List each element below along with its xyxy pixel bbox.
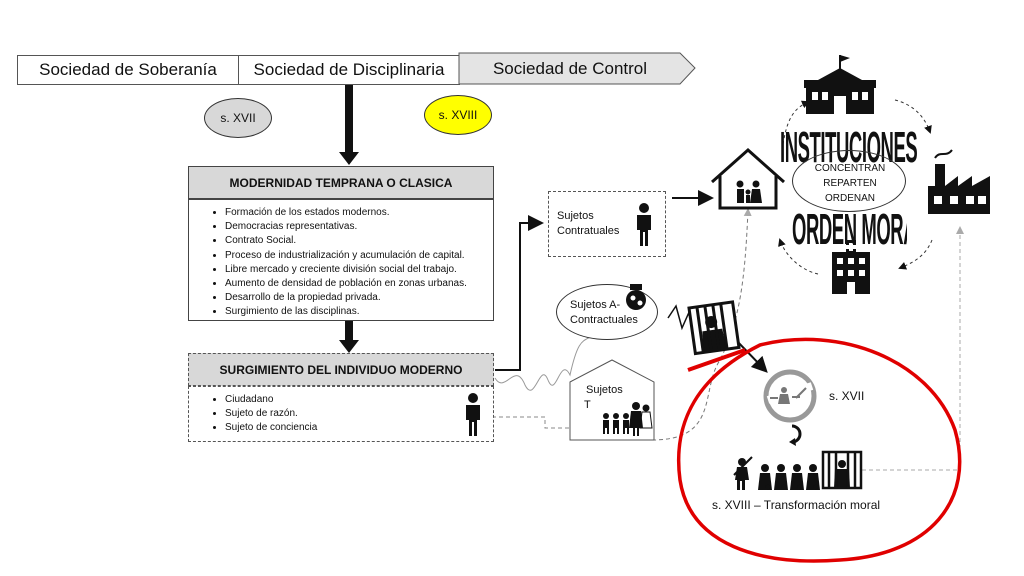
transformacion-xviii-label: s. XVIII – Transformación moral: [712, 498, 881, 512]
sujetos-acontractuales-line-1: Sujetos A-: [570, 299, 621, 311]
modernidad-body: Formación de los estados modernos. Democ…: [188, 199, 494, 321]
timeline-soberania: Sociedad de Soberanía: [17, 55, 239, 85]
connector-contractuales: [495, 215, 544, 371]
person-icon: [637, 203, 651, 246]
zigzag-to-prison: [667, 304, 695, 331]
dashed-to-tutelados: [492, 416, 602, 432]
list-item: Ciudadano: [225, 393, 493, 407]
timeline-soberania-label: Sociedad de Soberanía: [39, 60, 217, 79]
dashed-to-factory: [862, 226, 964, 471]
list-item: Libre mercado y creciente división socia…: [225, 263, 493, 277]
sujetos-tutelados-line-1: Sujetos: [586, 384, 623, 396]
individuo-body: Ciudadano Sujeto de razón. Sujeto de con…: [188, 386, 494, 442]
modernidad-list: Formación de los estados modernos. Democ…: [189, 206, 493, 320]
list-item: Surgimiento de las disciplinas.: [225, 305, 493, 319]
list-item: Contrato Social.: [225, 234, 493, 248]
down-arrow-2-head: [339, 340, 359, 353]
instituciones-verbs-bubble: CONCENTRAN REPARTEN ORDENAN: [792, 150, 906, 212]
timeline-disciplinaria: Sociedad de Disciplinaria: [238, 55, 460, 85]
down-arrow-2: [345, 321, 353, 343]
timeline-disciplinaria-label: Sociedad de Disciplinaria: [253, 60, 445, 79]
cycle-arrow-2: [894, 99, 932, 134]
century-xvii-bubble: s. XVII: [204, 98, 272, 138]
dashed-curve-to-house: [651, 208, 752, 441]
century-xvii-label: s. XVII: [220, 111, 256, 125]
list-item: Aumento de densidad de población en zona…: [225, 277, 493, 291]
cycle-arrow-4: [778, 238, 819, 275]
instituciones-title-2: ORDEN MORAL: [792, 204, 907, 256]
list-item: Formación de los estados modernos.: [225, 206, 493, 220]
modernidad-title: MODERNIDAD TEMPRANA O CLASICA: [229, 175, 453, 190]
sujetos-tutelados-line-2: T: [584, 399, 591, 411]
down-arrow-1: [345, 85, 353, 155]
list-item: Democracias representativas.: [225, 220, 493, 234]
list-item: Sujeto de conciencia: [225, 421, 493, 435]
sujetos-acontractuales-line-2: Contractuales: [570, 314, 638, 326]
instituciones-title-2-text: ORDEN MORAL: [792, 205, 907, 254]
individuo-header: SURGIMIENTO DEL INDIVIDUO MODERNO: [188, 353, 494, 386]
list-item: Desarrollo de la propiedad privada.: [225, 291, 493, 305]
century-xviii-bubble: s. XVIII: [424, 95, 492, 135]
list-item: Proceso de industrialización y acumulaci…: [225, 249, 493, 263]
century-xviii-label: s. XVIII: [438, 108, 478, 122]
sujetos-contractuales-line-1: Sujetos: [557, 210, 594, 222]
verb-concentran: CONCENTRAN: [814, 163, 886, 174]
wavy-line-acontractuales: [494, 329, 601, 391]
red-circle: [677, 337, 962, 563]
verb-ordenan: ORDENAN: [824, 193, 875, 204]
individuo-list: Ciudadano Sujeto de razón. Sujeto de con…: [189, 393, 493, 436]
individuo-title: SURGIMIENTO DEL INDIVIDUO MODERNO: [219, 362, 463, 377]
transformacion-xvii-label: s. XVII: [829, 389, 865, 403]
sujetos-contractuales-line-2: Contratuales: [557, 225, 620, 237]
down-arrow-1-head: [339, 152, 359, 165]
sujetos-acontractuales-label: Sujetos A- Contractuales: [570, 298, 638, 328]
sujetos-contractuales-box: Sujetos Contratuales: [548, 191, 666, 257]
timeline-control-label: Sociedad de Control: [492, 59, 648, 78]
cycle-arrow-1: [781, 100, 810, 151]
timeline-control: Sociedad de Control: [460, 55, 680, 83]
modernidad-header: MODERNIDAD TEMPRANA O CLASICA: [188, 166, 494, 199]
instituciones-verbs: CONCENTRAN REPARTEN ORDENAN: [793, 161, 907, 206]
verb-reparten: REPARTEN: [823, 178, 877, 189]
sujetos-tutelados-label: Sujetos T: [584, 383, 623, 413]
sujetos-acontractuales-bubble: Sujetos A- Contractuales: [556, 284, 658, 340]
sujetos-contractuales-label: Sujetos Contratuales: [557, 209, 619, 239]
list-item: Sujeto de razón.: [225, 407, 493, 421]
